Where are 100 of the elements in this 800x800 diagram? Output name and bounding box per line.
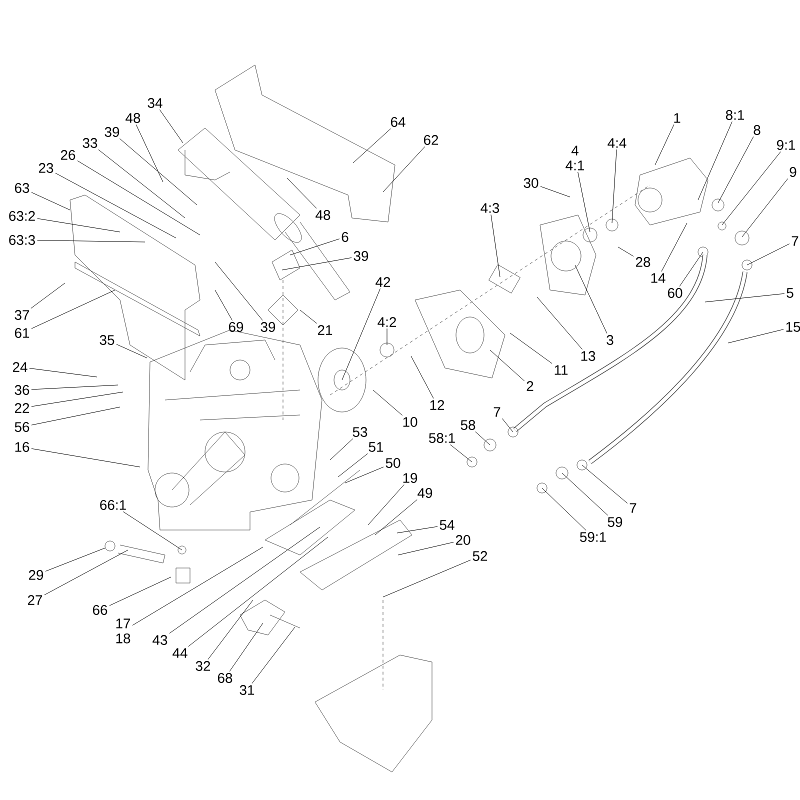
callout-number: 37	[14, 310, 30, 320]
leader-line	[29, 368, 98, 378]
callout-number: 27	[28, 595, 42, 605]
callout-number: 10	[403, 417, 418, 427]
leader-line	[31, 290, 116, 329]
callout-number: 31	[240, 685, 254, 695]
leader-line	[116, 344, 148, 358]
leader-line	[31, 406, 120, 426]
leader-line	[45, 548, 106, 572]
leader-line	[136, 124, 164, 182]
callout-number: 3	[606, 335, 614, 345]
leader-line	[410, 356, 434, 399]
leader-line	[338, 453, 368, 478]
leader-line	[578, 172, 590, 232]
callout-number: 60	[668, 288, 682, 298]
leader-line	[704, 293, 785, 302]
callout-number: 12	[430, 400, 444, 410]
leader-line	[55, 172, 176, 238]
callout-number: 7	[792, 236, 798, 246]
leader-line	[30, 282, 66, 309]
leader-line	[159, 109, 184, 144]
leader-line	[188, 536, 328, 647]
leader-line	[31, 448, 140, 468]
leader-line	[490, 214, 500, 278]
leader-line	[169, 526, 320, 634]
callout-number: 7	[494, 407, 500, 417]
leader-line	[382, 560, 471, 598]
callout-number: 5	[786, 288, 794, 298]
callout-number: 4:3	[480, 203, 500, 213]
callout-number: 29	[28, 570, 44, 580]
leader-line	[386, 328, 388, 346]
callout-number: 23	[38, 163, 54, 173]
leader-line	[698, 121, 732, 200]
callout-number: 69	[228, 322, 244, 332]
callout-number: 33	[82, 138, 98, 148]
callout-number: 22	[14, 403, 30, 413]
leader-line	[342, 288, 380, 380]
callout-number: 20	[456, 535, 470, 545]
callout-number: 58:1	[429, 433, 455, 443]
leader-line	[37, 218, 120, 232]
leader-line	[214, 290, 232, 321]
callout-number: 34	[148, 98, 162, 108]
callout-number: 59:1	[580, 532, 606, 542]
callout-number: 17 18	[116, 618, 130, 644]
leader-line	[229, 622, 264, 672]
leader-line	[132, 546, 264, 626]
callout-number: 52	[472, 551, 488, 561]
callout-number: 43	[152, 635, 168, 645]
leader-line	[742, 178, 788, 238]
leader-line	[282, 257, 352, 270]
leader-line	[372, 390, 403, 416]
callout-number: 30	[524, 178, 538, 188]
callout-number: 4 4:1	[566, 146, 584, 170]
callout-number: 63	[14, 183, 30, 193]
leader-line	[661, 222, 688, 272]
callout-number: 32	[196, 661, 210, 671]
callout-number: 6	[342, 232, 348, 242]
callout-number: 50	[386, 458, 400, 468]
leader-line	[574, 264, 608, 334]
leader-line	[368, 484, 404, 526]
leader-line	[286, 178, 317, 209]
callout-number: 62	[424, 135, 438, 145]
leader-line	[612, 149, 617, 224]
leader-line	[290, 238, 340, 256]
leader-line	[37, 240, 146, 242]
callout-number: 44	[172, 648, 188, 658]
callout-number: 24	[12, 362, 28, 372]
callout-number: 14	[651, 273, 666, 283]
leader-line	[344, 466, 384, 484]
callout-number: 1	[674, 113, 680, 123]
leader-line	[475, 431, 490, 446]
callout-number: 59	[608, 517, 622, 527]
callout-number: 51	[368, 442, 384, 452]
leader-line	[718, 136, 754, 204]
leader-line	[382, 146, 426, 192]
leader-line	[679, 252, 704, 287]
leader-line	[582, 464, 628, 504]
callout-number: 9	[790, 167, 796, 177]
leader-line	[252, 626, 296, 684]
callout-number: 26	[60, 150, 76, 160]
callout-number: 16	[15, 442, 30, 452]
callout-number: 61	[14, 328, 30, 338]
leader-line	[510, 332, 552, 364]
callout-number: 58	[460, 420, 476, 430]
callout-number: 53	[352, 427, 368, 437]
leader-line	[490, 350, 525, 382]
callout-number: 63:2	[9, 211, 35, 221]
callout-number: 13	[581, 351, 596, 361]
callout-number: 15	[786, 322, 800, 332]
callout-number: 66	[92, 605, 108, 615]
callout-number: 19	[403, 473, 418, 483]
callout-number: 42	[376, 277, 390, 287]
callout-number: 49	[418, 488, 432, 498]
callout-number: 11	[554, 365, 568, 375]
callout-number: 48	[316, 210, 330, 220]
callout-number: 35	[100, 335, 114, 345]
callout-number: 21	[318, 325, 332, 335]
callout-number: 66:1	[100, 500, 126, 510]
leader-line	[654, 124, 674, 166]
leader-line	[502, 418, 514, 432]
